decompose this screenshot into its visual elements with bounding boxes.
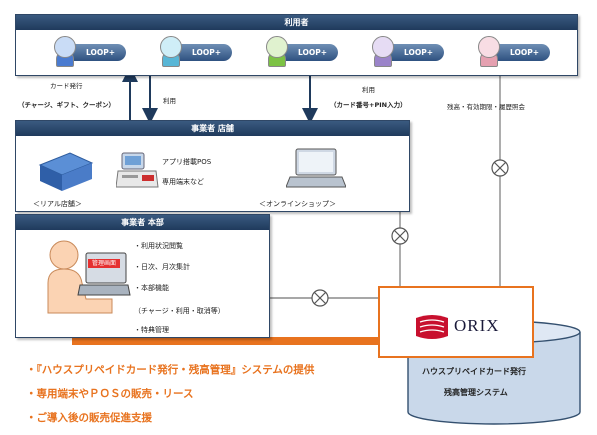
loop-badge: LOOP+ bbox=[66, 44, 126, 61]
user-head-icon bbox=[266, 36, 288, 58]
loop-badge: LOOP+ bbox=[278, 44, 338, 61]
hq-function-item: （チャージ・利用・取消等） bbox=[134, 307, 225, 315]
label-balance-inquiry: 残高・有効期限・履歴照会 bbox=[447, 103, 525, 111]
hq-function-item: ・本部機能 bbox=[134, 284, 169, 292]
user-head-icon bbox=[160, 36, 182, 58]
orange-arrow bbox=[60, 304, 380, 345]
label-charge-gift-coupon: （チャージ、ギフト、クーポン） bbox=[18, 101, 115, 109]
connector-node-balance bbox=[491, 159, 509, 177]
app-pos-label: アプリ搭載POS bbox=[162, 158, 212, 166]
users-panel-title: 利用者 bbox=[16, 15, 577, 30]
user-head-icon bbox=[372, 36, 394, 58]
loop-badge: LOOP+ bbox=[490, 44, 550, 61]
store-panel: 事業者 店舗 ＜リアル店舗＞ アプリ搭載POS 専用端末など ＜オンラインショッ… bbox=[15, 120, 410, 212]
pos-terminal-icon bbox=[116, 152, 159, 188]
connector-node-store bbox=[391, 227, 409, 245]
hq-panel-title: 事業者 本部 bbox=[16, 215, 269, 230]
promo-point: ・専用端末やＰＯＳの販売・リース bbox=[26, 388, 194, 400]
orix-logo-box: ORIX bbox=[378, 286, 534, 358]
orix-logo-icon bbox=[416, 315, 448, 339]
label-card-pin: （カード番号+PIN入力） bbox=[330, 101, 407, 109]
label-card-issue: カード発行 bbox=[50, 82, 83, 90]
store-building-icon bbox=[38, 149, 94, 191]
store-panel-title: 事業者 店舗 bbox=[16, 121, 409, 136]
operator-icon bbox=[47, 240, 131, 314]
loop-badge: LOOP+ bbox=[384, 44, 444, 61]
orix-logo-text: ORIX bbox=[454, 316, 500, 335]
online-shop-label: ＜オンラインショップ＞ bbox=[259, 200, 336, 208]
hq-function-item: ・日次、月次集計 bbox=[134, 263, 190, 271]
hq-function-item: ・利用状況閲覧 bbox=[134, 242, 183, 250]
users-panel: 利用者 LOOP+ LOOP+ LOOP+ LOOP+ LOOP+ bbox=[15, 14, 578, 76]
loop-badge: LOOP+ bbox=[172, 44, 232, 61]
promo-point: ・『ハウスプリペイドカード発行・残高管理』システムの提供 bbox=[26, 364, 315, 376]
user-loop-card: LOOP+ bbox=[372, 36, 452, 70]
user-loop-card: LOOP+ bbox=[266, 36, 346, 70]
user-head-icon bbox=[54, 36, 76, 58]
user-loop-card: LOOP+ bbox=[478, 36, 558, 70]
promo-point: ・ご導入後の販売促進支援 bbox=[26, 412, 152, 424]
orix-system-line1: ハウスプリペイドカード発行 bbox=[422, 367, 526, 376]
real-store-label: ＜リアル店舗＞ bbox=[33, 200, 82, 208]
hq-function-item: ・特典管理 bbox=[134, 326, 169, 334]
user-loop-card: LOOP+ bbox=[160, 36, 240, 70]
screen-label: 管理画面 bbox=[88, 259, 120, 268]
label-use-right: 利用 bbox=[362, 86, 375, 94]
user-head-icon bbox=[478, 36, 500, 58]
orix-system-line2: 残高管理システム bbox=[444, 388, 508, 397]
hq-panel: 事業者 本部 管理画面 ・利用状況閲覧・日次、月次集計・本部機能 （チャージ・利用… bbox=[15, 214, 270, 338]
user-loop-card: LOOP+ bbox=[54, 36, 134, 70]
laptop-icon bbox=[286, 148, 346, 188]
terminal-label: 専用端末など bbox=[162, 178, 204, 186]
connector-node-hq bbox=[311, 289, 329, 307]
label-use-left: 利用 bbox=[163, 97, 176, 105]
